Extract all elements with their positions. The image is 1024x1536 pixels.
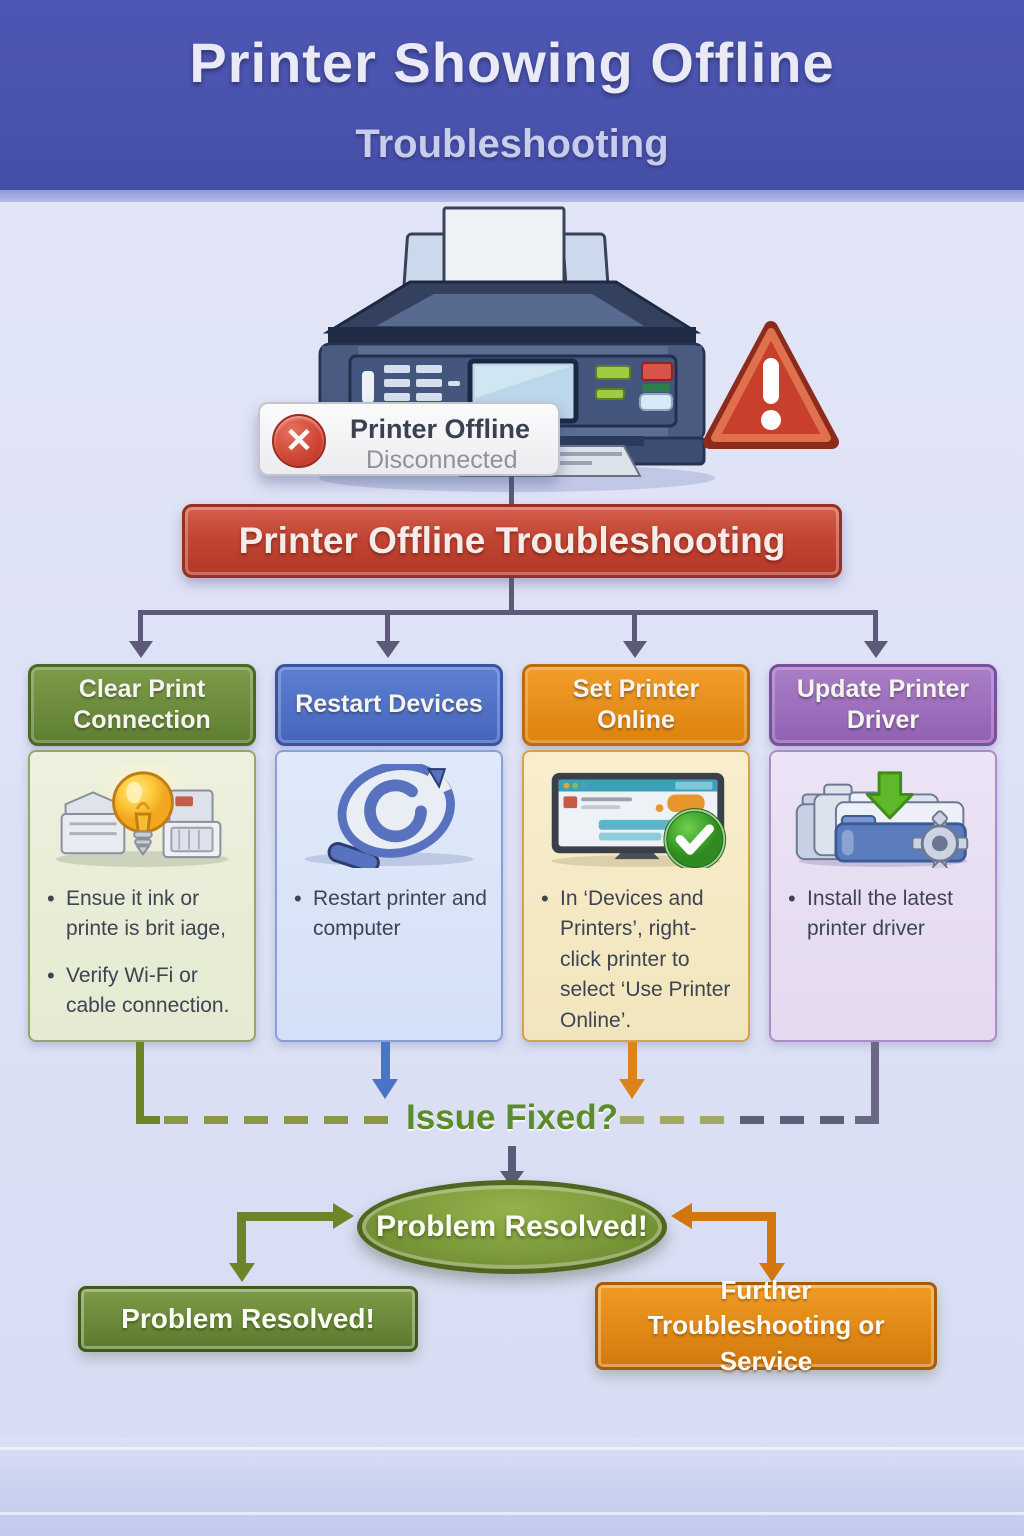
- step-card-clear-print-connection: Clear Print Connection: [28, 664, 256, 1042]
- error-x-icon: ✕: [272, 414, 326, 468]
- col3-arrowhead: [619, 1079, 645, 1099]
- page-subtitle: Troubleshooting: [355, 122, 669, 166]
- bullet: In ‘Devices and Printers’, right-click p…: [538, 883, 734, 1036]
- floor-background: [0, 1438, 1024, 1536]
- printer-status-popup: ✕ Printer Offline Disconnected: [258, 402, 560, 476]
- resolved-box-label: Problem Resolved!: [121, 1303, 375, 1334]
- col3-arrow-shaft: [628, 1042, 637, 1080]
- branch-drop-2: [385, 610, 390, 642]
- bullet: Verify Wi-Fi or cable connection.: [44, 960, 240, 1022]
- bullet: Ensue it ink or printe is brit iage,: [44, 883, 240, 945]
- step-bullets: In ‘Devices and Printers’, right-click p…: [538, 883, 734, 1036]
- yes-arrow-vertical: [237, 1212, 246, 1264]
- floor-line: [0, 1512, 1024, 1515]
- yes-arrowhead-down: [229, 1263, 255, 1282]
- no-arrow-vertical: [767, 1212, 776, 1264]
- dashed-line-right-a: [620, 1116, 740, 1124]
- step-card-restart-devices: Restart Devices Restart printer and c: [275, 664, 503, 1042]
- step-title: Restart Devices: [275, 664, 503, 746]
- outcome-ellipse-label: Problem Resolved!: [376, 1210, 648, 1243]
- col4-connector-line: [871, 1042, 879, 1124]
- step-card-set-printer-online: Set Printer Online: [522, 664, 750, 1042]
- status-state: Disconnected: [366, 446, 518, 474]
- decision-arrow-shaft: [508, 1146, 516, 1172]
- yes-arrow-horizontal: [237, 1212, 333, 1221]
- step-body: In ‘Devices and Printers’, right-click p…: [522, 750, 750, 1042]
- status-title: Printer Offline: [350, 414, 531, 444]
- branch-arrowhead-2: [376, 641, 400, 658]
- further-troubleshooting-label: Further Troubleshooting or Service: [647, 1275, 885, 1376]
- no-arrowhead-left: [671, 1203, 692, 1229]
- further-troubleshooting-box: Further Troubleshooting or Service: [595, 1275, 937, 1376]
- step-body: Ensue it ink or printe is brit iage, Ver…: [28, 750, 256, 1042]
- magnifier-refresh-icon: [291, 760, 487, 872]
- dashed-line-left: [164, 1116, 402, 1124]
- page-title: Printer Showing Offline: [189, 31, 835, 94]
- branch-bar: [138, 610, 878, 615]
- step-title: Update Printer Driver: [769, 664, 997, 746]
- branch-drop-3: [632, 610, 637, 642]
- connector-printer-banner: [509, 474, 514, 504]
- step-title: Set Printer Online: [522, 664, 750, 746]
- step-body: Restart printer and computer: [275, 750, 503, 1042]
- header-divider: [0, 190, 1024, 202]
- resolved-box: Problem Resolved!: [78, 1286, 418, 1352]
- folders-update-gear-icon: [785, 760, 981, 872]
- branch-stem: [509, 578, 514, 612]
- bullet: Install the latest printer driver: [785, 883, 981, 945]
- outcome-ellipse: Problem Resolved!: [357, 1180, 667, 1274]
- decision-label: Issue Fixed?: [405, 1098, 619, 1137]
- branch-arrowhead-4: [864, 641, 888, 658]
- branch-arrowhead-3: [623, 641, 647, 658]
- monitor-check-icon: [538, 760, 734, 872]
- col2-arrowhead: [372, 1079, 398, 1099]
- step-bullets: Ensue it ink or printe is brit iage, Ver…: [44, 883, 240, 1022]
- col2-arrow-shaft: [381, 1042, 390, 1080]
- warning-triangle-icon: [700, 318, 842, 460]
- no-arrow-horizontal: [692, 1212, 776, 1221]
- branch-drop-4: [873, 610, 878, 642]
- step-card-update-printer-driver: Update Printer Driver: [769, 664, 997, 1042]
- yes-arrowhead-right: [333, 1203, 354, 1229]
- step-body: Install the latest printer driver: [769, 750, 997, 1042]
- step-bullets: Restart printer and computer: [291, 883, 487, 945]
- main-banner: Printer Offline Troubleshooting: [182, 504, 842, 578]
- printer-lightbulb-icon: [44, 760, 240, 872]
- col1-connector-elbow: [136, 1116, 160, 1124]
- step-title: Clear Print Connection: [28, 664, 256, 746]
- col1-connector-line: [136, 1042, 144, 1124]
- bullet: Restart printer and computer: [291, 883, 487, 945]
- header-banner: Printer Showing Offline Troubleshooting: [0, 0, 1024, 190]
- main-banner-label: Printer Offline Troubleshooting: [238, 520, 786, 561]
- col4-connector-elbow: [855, 1116, 879, 1124]
- branch-arrowhead-1: [129, 641, 153, 658]
- floor-line: [0, 1447, 1024, 1450]
- branch-drop-1: [138, 610, 143, 642]
- step-bullets: Install the latest printer driver: [785, 883, 981, 945]
- no-arrowhead-down: [759, 1263, 785, 1282]
- dashed-line-right-b: [740, 1116, 856, 1124]
